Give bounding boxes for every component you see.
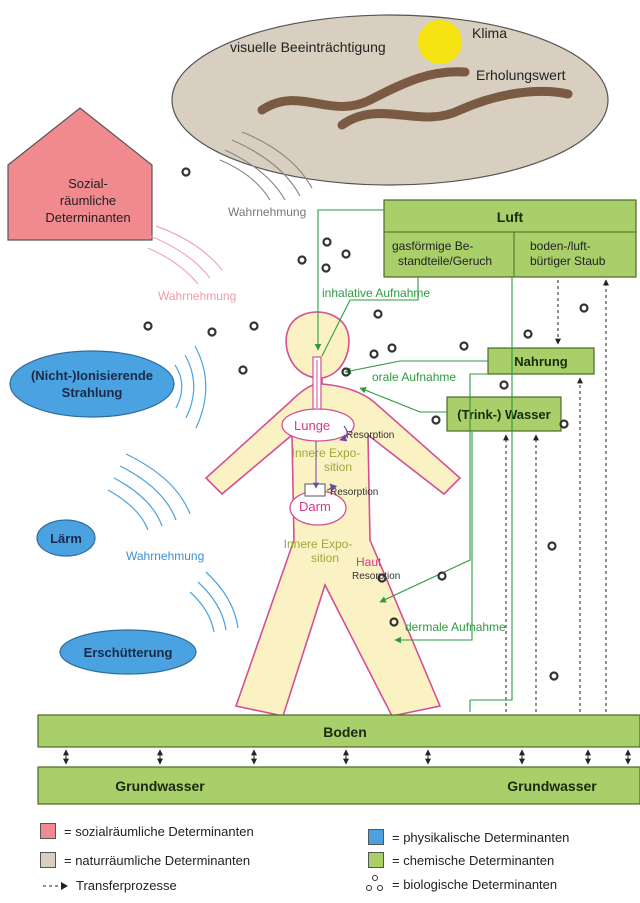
perception-waves-grey — [219, 131, 313, 201]
legend-transfer: Transferprozesse — [42, 878, 177, 893]
perception-label-blue: Wahrnehmung — [126, 549, 204, 563]
perception-label-grey: Wahrnehmung — [228, 205, 306, 219]
legend-social: = sozialräumliche Determinanten — [40, 823, 254, 839]
radiation-label-line2: Strahlung — [62, 385, 123, 400]
resorption-arrow-2 — [326, 483, 338, 492]
inner-exposure-1-line2: sition — [324, 460, 352, 474]
resorption-label-2: Resorption — [330, 487, 378, 498]
radiation-waves — [174, 345, 207, 429]
legend-natural: = naturräumliche Determinanten — [40, 852, 250, 868]
food-box: Nahrung — [487, 347, 595, 375]
transfer-arrow-icon — [43, 881, 68, 890]
legend-biological-label: = biologische Determinanten — [392, 876, 558, 892]
social-label-line1: Sozial- — [68, 176, 108, 191]
skin-label: Haut — [356, 555, 382, 569]
sky-label-recreation: Erholungswert — [476, 67, 566, 83]
legend-transfer-label: Transferprozesse — [76, 878, 177, 893]
gut-label: Darm — [299, 499, 331, 514]
social-determinants-house: Sozial- räumliche Determinanten — [7, 107, 153, 241]
legend-swatch-natural — [40, 852, 56, 868]
vibration-label: Erschütterung — [84, 645, 173, 660]
air-gas-line1: gasförmige Be- — [392, 239, 473, 253]
natural-determinants-ellipse: visuelle Beeinträchtigung Klima Erholung… — [171, 14, 609, 186]
noise-waves — [107, 453, 191, 531]
legend-chemical: = chemische Determinanten — [368, 852, 554, 868]
transfer-arrows — [503, 279, 609, 712]
intake-oral: orale Aufnahme — [372, 370, 456, 384]
radiation-label-line1: (Nicht-)Ionisierende — [31, 368, 153, 383]
resorption-label-1: Resorption — [346, 430, 394, 441]
sky-label-climate: Klima — [472, 25, 507, 41]
legend-swatch-physical — [368, 829, 384, 845]
groundwater-label-left: Grundwasser — [115, 778, 205, 794]
intake-dermal: dermale Aufnahme — [405, 620, 506, 634]
inner-exposure-2-line2: sition — [311, 551, 339, 565]
resorption-arrow-1 — [339, 425, 348, 442]
legend-biological: = biologische Determinanten — [366, 875, 557, 893]
legend-physical: = physikalische Determinanten — [368, 829, 569, 845]
lung-organ — [281, 408, 355, 442]
biological-particles — [143, 167, 589, 681]
air-dust-line2: bürtiger Staub — [530, 254, 606, 268]
air-gas-line2: standteile/Geruch — [398, 254, 492, 268]
water-label: (Trink-) Wasser — [457, 407, 550, 422]
legend-social-label: = sozialräumliche Determinanten — [64, 823, 254, 839]
radiation-ellipse: (Nicht-)Ionisierende Strahlung — [9, 350, 175, 418]
food-label: Nahrung — [514, 354, 568, 369]
exposure-diagram: visuelle Beeinträchtigung Klima Erholung… — [7, 14, 640, 805]
soil-label: Boden — [323, 724, 367, 740]
landscape-wave-2 — [337, 86, 573, 130]
noise-ellipse: Lärm — [36, 519, 96, 557]
legend: = sozialräumliche Determinanten = naturr… — [0, 815, 640, 903]
groundwater-box: Grundwasser Grundwasser — [37, 766, 640, 805]
soil-box: Boden — [37, 714, 640, 748]
legend-physical-label: = physikalische Determinanten — [392, 829, 570, 845]
legend-swatch-chemical — [368, 852, 384, 868]
inner-exposure-2-line1: Innere Expo- — [284, 537, 353, 551]
sun-icon — [418, 20, 462, 64]
vibration-ellipse: Erschütterung — [59, 629, 197, 675]
perception-waves-pink — [147, 225, 223, 285]
soil-groundwater-arrows — [63, 749, 631, 765]
air-dust-line1: boden-/luft- — [530, 239, 591, 253]
social-label-line3: Determinanten — [45, 210, 130, 225]
groundwater-label-right: Grundwasser — [507, 778, 597, 794]
intake-inhalative: inhalative Aufnahme — [322, 286, 430, 300]
gut-icon — [304, 483, 326, 497]
perception-label-pink: Wahrnehmung — [158, 289, 236, 303]
lung-label: Lunge — [294, 418, 330, 433]
sky-label-visual: visuelle Beeinträchtigung — [230, 39, 386, 55]
social-label-line2: räumliche — [60, 193, 116, 208]
vibration-waves — [189, 571, 239, 633]
air-box: Luft gasförmige Be- standteile/Geruch bo… — [383, 199, 637, 278]
noise-label: Lärm — [50, 531, 82, 546]
biological-circles-icon — [366, 875, 386, 893]
legend-swatch-social — [40, 823, 56, 839]
inner-exposure-1-line1: Innere Expo- — [292, 446, 361, 460]
intake-lines — [314, 209, 513, 712]
human-body: Lunge Resorption Innere Expo- sition Res… — [204, 311, 462, 717]
air-title: Luft — [497, 209, 524, 225]
legend-natural-label: = naturräumliche Determinanten — [64, 852, 251, 868]
water-box: (Trink-) Wasser — [446, 396, 562, 432]
landscape-wave-1 — [257, 67, 470, 115]
resorption-label-3: Resorption — [352, 571, 400, 582]
legend-chemical-label: = chemische Determinanten — [392, 852, 555, 868]
